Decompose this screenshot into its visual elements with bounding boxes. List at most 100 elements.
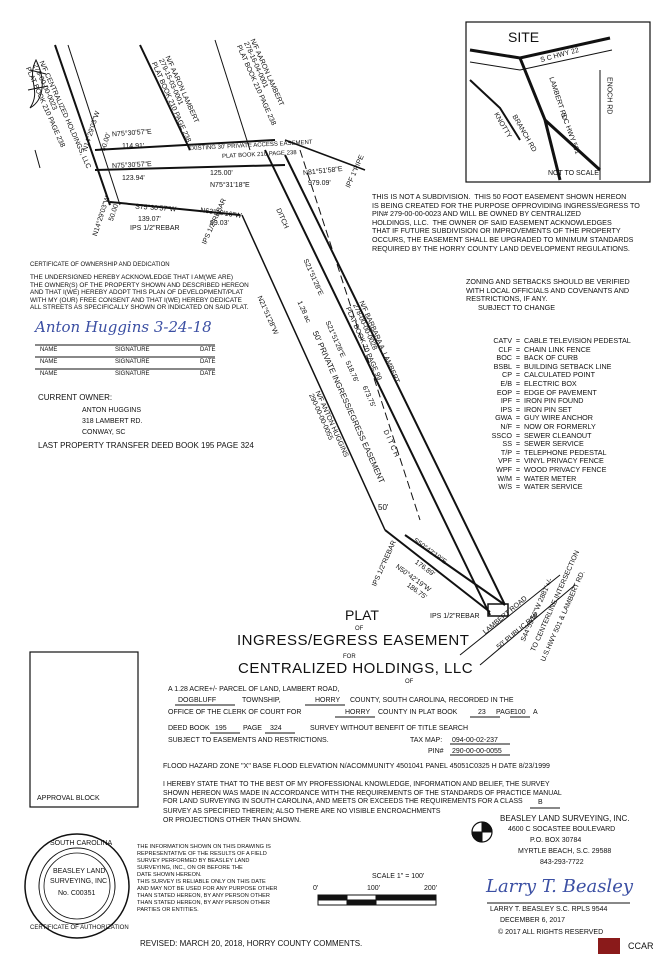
company-name: BEASLEY LAND SURVEYING, INC. <box>500 814 630 823</box>
pin-label: IPS 1/2"REBAR <box>130 225 180 232</box>
legend-row: BOC=BACK OF CURB <box>472 354 578 363</box>
scale-tick: 200' <box>424 885 438 892</box>
legend-row: CP=CALCULATED POINT <box>472 371 595 380</box>
copyright: © 2017 ALL RIGHTS RESERVED <box>498 929 604 936</box>
pin: 290-00-00-0055 <box>452 748 502 755</box>
subdivision-notice: THIS IS NOT A SUBDIVISION. THIS 50 FOOT … <box>372 192 640 253</box>
title-of: OF <box>405 679 414 685</box>
legend-meaning: WATER METER <box>524 473 577 483</box>
surveyor-statement-2: SURVEY AS SPECIFIED THEREIN; ALSO THERE … <box>163 808 441 824</box>
office-label: OFFICE OF THE CLERK OF COURT FOR <box>168 709 302 716</box>
legend-abbr: CLF <box>498 344 512 354</box>
legend-separator: = <box>515 465 521 474</box>
flood-note: FLOOD HAZARD ZONE "X" BASE FLOOD ELEVATI… <box>163 763 550 770</box>
distance-label: 979.09' <box>308 180 331 187</box>
legend-abbr: SS <box>502 439 512 449</box>
legend-row: CLF=CHAIN LINK FENCE <box>472 344 591 355</box>
legend-abbr: IPF <box>500 396 512 406</box>
legend-separator: = <box>515 396 521 406</box>
date-label: DATE <box>200 371 216 377</box>
legend-abbr: W/M <box>497 473 512 483</box>
pin-label: IPS 1/2"REBAR <box>430 613 480 620</box>
subject-note: SUBJECT TO EASEMENTS AND RESTRICTIONS. <box>168 737 329 744</box>
page: 100 <box>514 709 526 716</box>
legend-meaning: NOW OR FORMERLY <box>524 422 596 431</box>
legend-meaning: WOOD PRIVACY FENCE <box>524 465 607 474</box>
title-main: INGRESS/EGRESS EASEMENT <box>237 632 470 649</box>
legend-meaning: ELECTRIC BOX <box>524 379 577 388</box>
title-of: OF <box>355 626 364 632</box>
legend-row: W/S=WATER SERVICE <box>472 482 582 492</box>
legend-abbr: WPF <box>496 465 512 474</box>
legend-row: E/B=ELECTRIC BOX <box>472 379 577 389</box>
legend-separator: = <box>515 353 521 363</box>
legend-meaning: CHAIN LINK FENCE <box>524 344 591 354</box>
legend-meaning: BUILDING SETBACK LINE <box>524 361 612 371</box>
survey-date: DECEMBER 6, 2017 <box>500 917 565 924</box>
legend-separator: = <box>515 370 521 380</box>
legend-separator: = <box>515 422 521 431</box>
plat-book-label: COUNTY IN PLAT BOOK <box>378 709 458 716</box>
owner-line: CONWAY, SC <box>82 429 126 436</box>
legend-row: WPF=WOOD PRIVACY FENCE <box>472 465 607 475</box>
legend-meaning: IRON PIN FOUND <box>524 396 584 406</box>
legend-abbr: BSBL <box>493 361 512 371</box>
zoning-note: ZONING AND SETBACKS SHOULD BE VERIFIED W… <box>466 277 630 312</box>
legend-abbr: W/S <box>498 482 512 492</box>
legend-meaning: VINYL PRIVACY FENCE <box>524 456 604 466</box>
taxmap: 094-00-02-237 <box>452 737 498 744</box>
company-phone: 843-293-7722 <box>540 859 584 866</box>
legend-abbr: N/F <box>500 422 512 431</box>
company-address: 4600 C SOCASTEE BOULEVARD <box>508 826 616 833</box>
legend-abbr: GWA <box>495 413 512 423</box>
legend-row: SSCO=SEWER CLEANOUT <box>472 430 592 441</box>
distance-label: 125.00' <box>210 170 233 177</box>
site-label: SITE <box>508 29 540 45</box>
scale-tick: 0' <box>313 885 319 892</box>
legend-separator: = <box>515 447 521 457</box>
legend-row: EOP=EDGE OF PAVEMENT <box>472 387 597 398</box>
legend-abbr: CP <box>502 370 512 380</box>
legend-meaning: GUY WIRE ANCHOR <box>524 413 593 423</box>
seal-line: SURVEYING, INC <box>50 878 108 885</box>
scale-tick: 100' <box>367 885 381 892</box>
legend-meaning: IRON PIN SET <box>524 404 572 414</box>
legend-row: N/F=NOW OR FORMERLY <box>472 422 596 432</box>
legend-separator: = <box>515 336 521 345</box>
surveyor-statement: I HEREBY STATE THAT TO THE BEST OF MY PR… <box>163 781 562 806</box>
plat-book: 23 <box>478 709 486 716</box>
legend-abbr: T/P <box>500 447 512 457</box>
site-map-frame <box>465 21 651 183</box>
plat-title: PLAT <box>345 607 379 623</box>
legend-row: IPF=IRON PIN FOUND <box>472 397 584 406</box>
county-label: COUNTY, SOUTH CAROLINA, RECORDED IN THE <box>350 697 514 704</box>
township-label: TOWNSHIP, <box>242 697 281 704</box>
date-label: DATE <box>200 347 216 353</box>
legend-separator: = <box>515 379 521 388</box>
revision-note: REVISED: MARCH 20, 2018, HORRY COUNTY CO… <box>140 939 363 948</box>
legend-meaning: SEWER CLEANOUT <box>524 430 592 440</box>
legend-separator: = <box>515 361 521 371</box>
seal-line: BEASLEY LAND <box>53 868 106 875</box>
legend-meaning: EDGE OF PAVEMENT <box>524 387 597 397</box>
signature-label: SIGNATURE <box>115 347 150 353</box>
certificate-title: CERTIFICATE OF OWNERSHIP AND DEDICATION <box>30 262 170 268</box>
deed-label: DEED BOOK <box>168 725 210 732</box>
scale-label: SCALE 1" = 100' <box>372 873 425 880</box>
seal-line: No. C00351 <box>58 890 96 897</box>
distance-label: 114.91' <box>122 143 145 150</box>
deed-transfer: LAST PROPERTY TRANSFER DEED BOOK 195 PAG… <box>38 441 254 450</box>
ccar-label: CCAR <box>628 941 654 951</box>
legend-separator: = <box>515 430 521 440</box>
owner-signature: Anton Huggins 3-24-18 <box>35 318 212 336</box>
legend-meaning: CALCULATED POINT <box>524 370 595 380</box>
deed-page: 324 <box>270 725 282 732</box>
legend-abbr: VPF <box>498 456 512 466</box>
owner-heading: CURRENT OWNER: <box>38 393 113 402</box>
legend-meaning: SEWER SERVICE <box>524 439 584 449</box>
road-label: ENOCH RD <box>605 77 613 115</box>
legend-separator: = <box>515 413 521 423</box>
surveyor-name: LARRY T. BEASLEY S.C. RPLS 9544 <box>490 906 608 913</box>
